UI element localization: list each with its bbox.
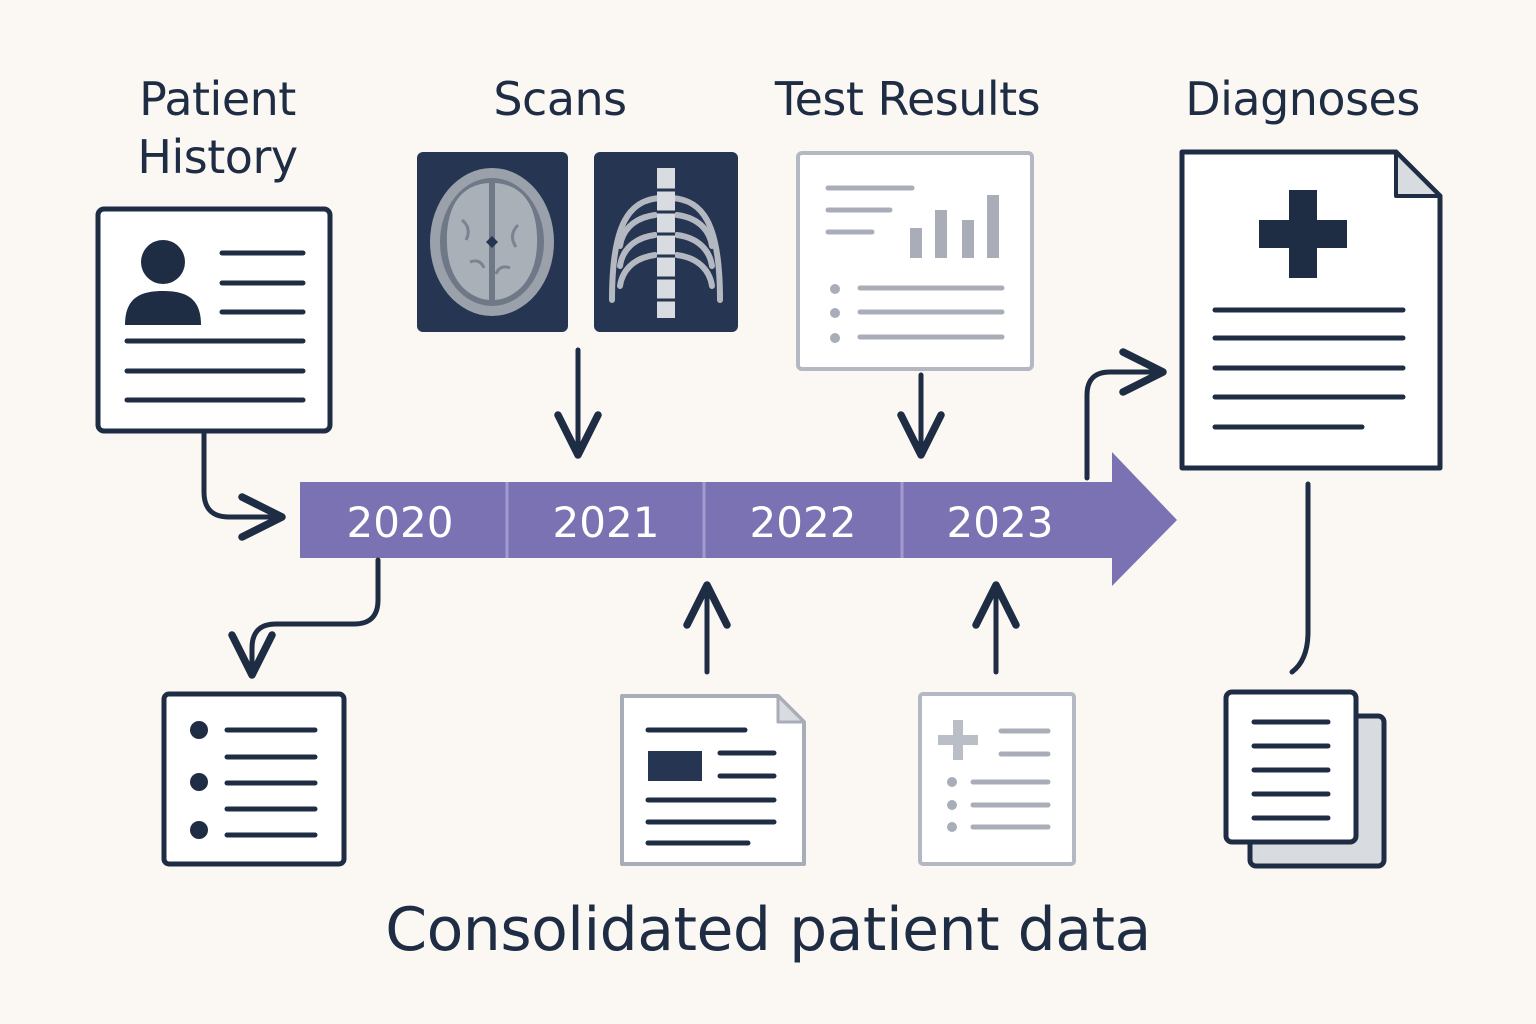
text-report-icon	[620, 694, 806, 866]
brain-mri-icon	[417, 152, 568, 332]
bulleted-list-document-icon	[161, 691, 347, 867]
connector-history-to-2020	[201, 429, 286, 541]
year-2023: 2023	[947, 498, 1054, 547]
connector-2020-to-list	[228, 557, 381, 679]
stacked-documents-icon	[1223, 689, 1387, 869]
timeline-arrow: 2020 2021 2022 2023	[300, 452, 1177, 586]
patient-profile-icon	[95, 206, 333, 434]
caption: Consolidated patient data	[385, 895, 1151, 965]
year-2022: 2022	[750, 498, 857, 547]
label-test-results: Test Results	[774, 72, 1041, 126]
year-2020: 2020	[347, 498, 454, 547]
label-scans: Scans	[493, 72, 627, 126]
label-patient-history: Patient History	[137, 72, 298, 184]
medical-diagnosis-document-icon	[1179, 149, 1443, 471]
connector-timeline-to-diagnoses	[1084, 348, 1167, 481]
chest-xray-icon	[594, 152, 738, 332]
lab-report-chart-icon	[796, 151, 1034, 371]
medical-notes-icon	[918, 692, 1076, 866]
connector-diagnoses-to-stack	[1289, 481, 1311, 675]
year-2021: 2021	[553, 498, 660, 547]
label-diagnoses: Diagnoses	[1185, 72, 1420, 126]
